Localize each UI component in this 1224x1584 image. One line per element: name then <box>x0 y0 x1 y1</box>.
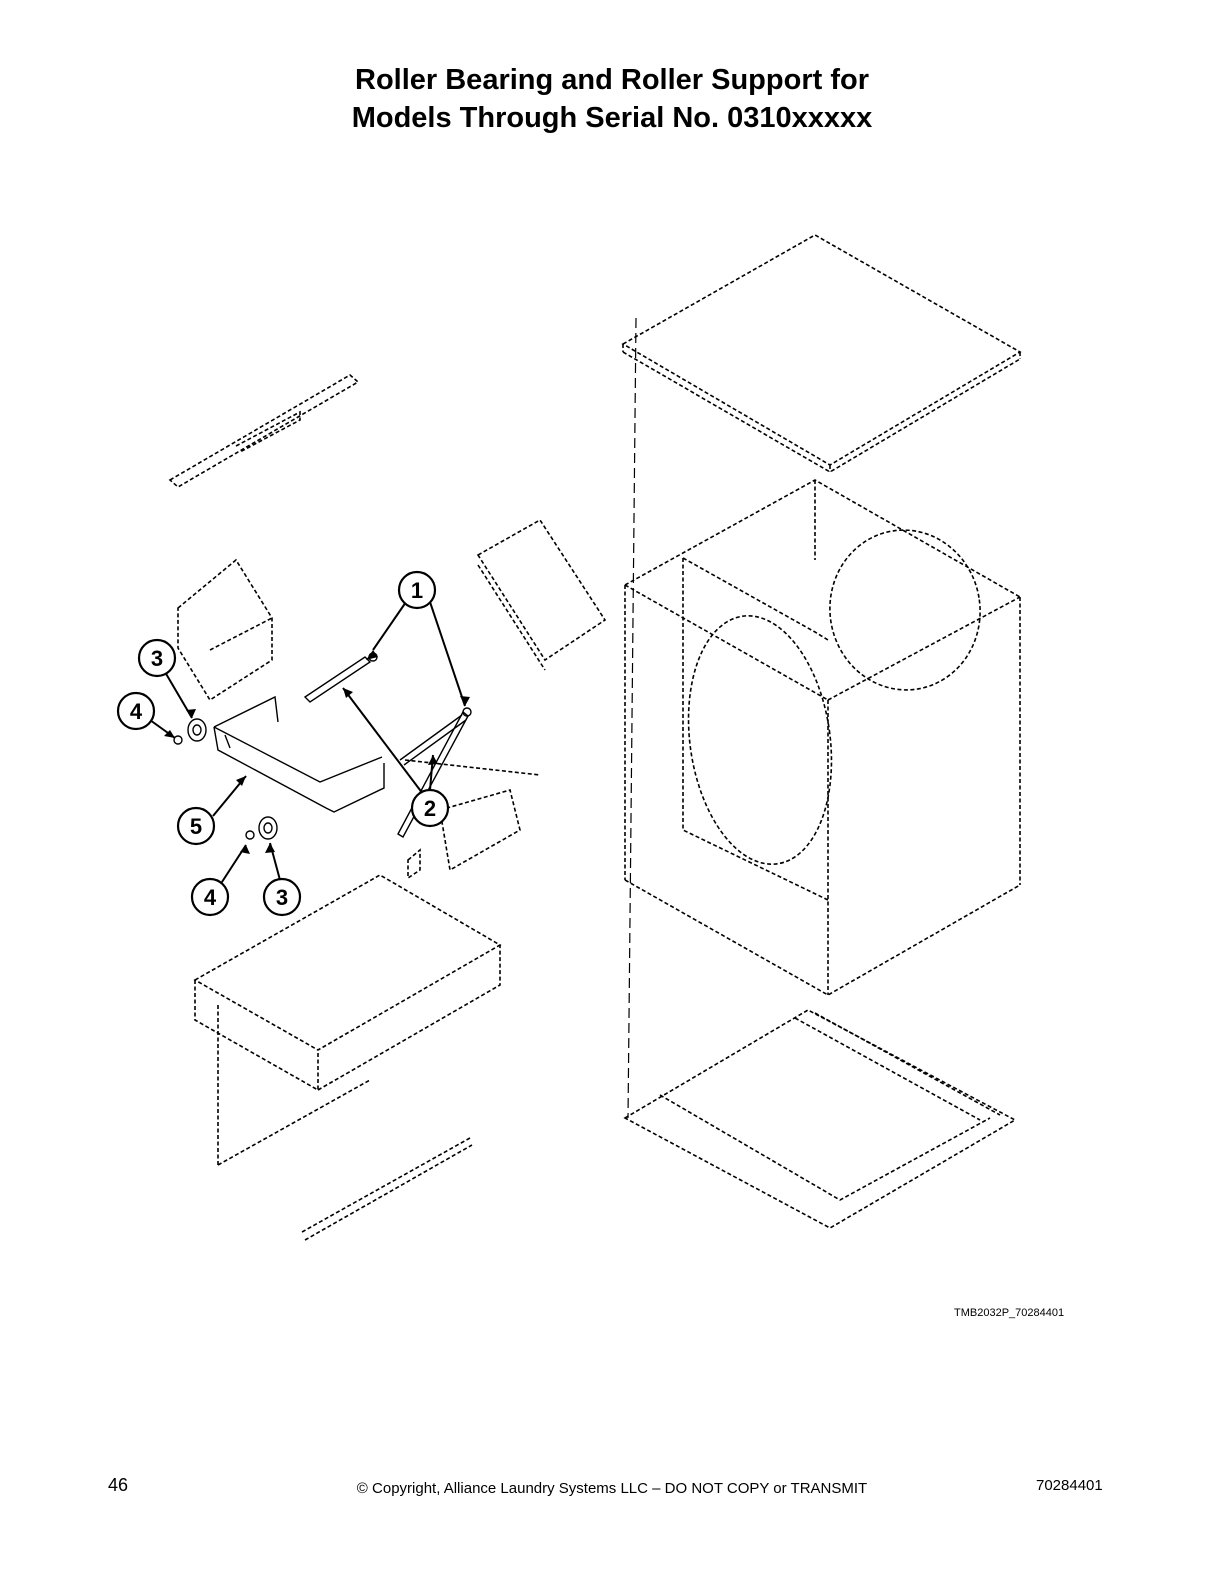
callout-circle-2 <box>410 788 450 828</box>
base-frame <box>623 1009 1017 1229</box>
callout-label-1: 1 <box>411 578 423 603</box>
callout-label-5: 5 <box>190 814 202 839</box>
callout-circle-3b <box>262 877 302 917</box>
callout-label-4a: 4 <box>130 699 143 724</box>
callout-label-3a: 3 <box>151 646 163 671</box>
callout-circle-3a <box>137 638 177 678</box>
middle-panel <box>476 518 607 671</box>
document-number: 70284401 <box>1036 1477 1103 1494</box>
callout-label-2: 2 <box>424 796 436 821</box>
copyright-notice: © Copyright, Alliance Laundry Systems LL… <box>356 1480 868 1497</box>
figure-code: TMB2032P_70284401 <box>954 1307 1065 1319</box>
callout-circle-4a <box>116 691 156 731</box>
callout-circle-5 <box>176 806 216 846</box>
top-panel <box>621 234 1022 473</box>
callout-circle-1 <box>397 570 437 610</box>
roller-support-bracket <box>213 695 385 813</box>
page-title-line-2: Models Through Serial No. 0310xxxxx <box>351 102 873 134</box>
callout-arrowheads <box>164 650 470 854</box>
alignment-line <box>627 317 637 1119</box>
callout-label-4b: 4 <box>204 885 217 910</box>
page-number: 46 <box>108 1475 129 1495</box>
page-title-line-1: Roller Bearing and Roller Support for <box>355 64 869 96</box>
lower-bracket <box>404 759 541 880</box>
callout-label-3b: 3 <box>276 885 288 910</box>
cabinet <box>624 479 1021 996</box>
lower-frame <box>193 874 502 1241</box>
left-panel <box>177 558 273 702</box>
callout-circle-4b <box>190 877 230 917</box>
side-bracket <box>168 374 360 488</box>
